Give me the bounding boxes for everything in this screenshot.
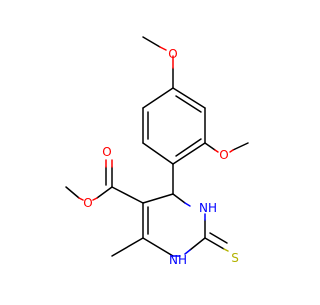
background [0, 0, 300, 300]
molecule-structure: O O O O NH NH S [0, 0, 300, 300]
bond [159, 46, 167, 51]
bond [172, 193, 186, 204]
atom-nh-lower: NH [169, 253, 187, 267]
atom-s-thione: S [231, 251, 239, 265]
atom-labels: O O O O NH NH S [83, 47, 239, 267]
bond [204, 142, 216, 151]
bond [229, 149, 234, 153]
atom-o-ester-double: O [102, 145, 111, 159]
bond [142, 237, 174, 257]
molecule-canvas: O O O O NH NH S [0, 0, 300, 300]
bond [223, 248, 229, 252]
atom-o-top: O [168, 47, 177, 61]
bond [204, 237, 225, 250]
bond [184, 249, 191, 255]
hetero-bonds [78, 46, 234, 257]
bond [184, 202, 191, 207]
bond [142, 193, 174, 204]
bond [172, 87, 206, 109]
bond [172, 142, 206, 165]
atom-nh-upper: NH [199, 201, 217, 215]
bonds [65, 36, 249, 257]
bond [92, 197, 98, 201]
bond [78, 197, 84, 201]
bond [175, 138, 202, 157]
bond [209, 232, 228, 244]
bond [111, 186, 144, 204]
atom-o-ester-single: O [83, 196, 92, 210]
bond [96, 186, 113, 199]
bond [214, 149, 219, 153]
atom-o-right: O [219, 148, 228, 162]
bond [175, 95, 202, 113]
bond [65, 186, 80, 199]
bond [142, 87, 174, 109]
bond [142, 36, 161, 48]
bond [189, 237, 206, 251]
bond [232, 142, 249, 151]
bond [111, 237, 144, 257]
bond [142, 142, 174, 165]
